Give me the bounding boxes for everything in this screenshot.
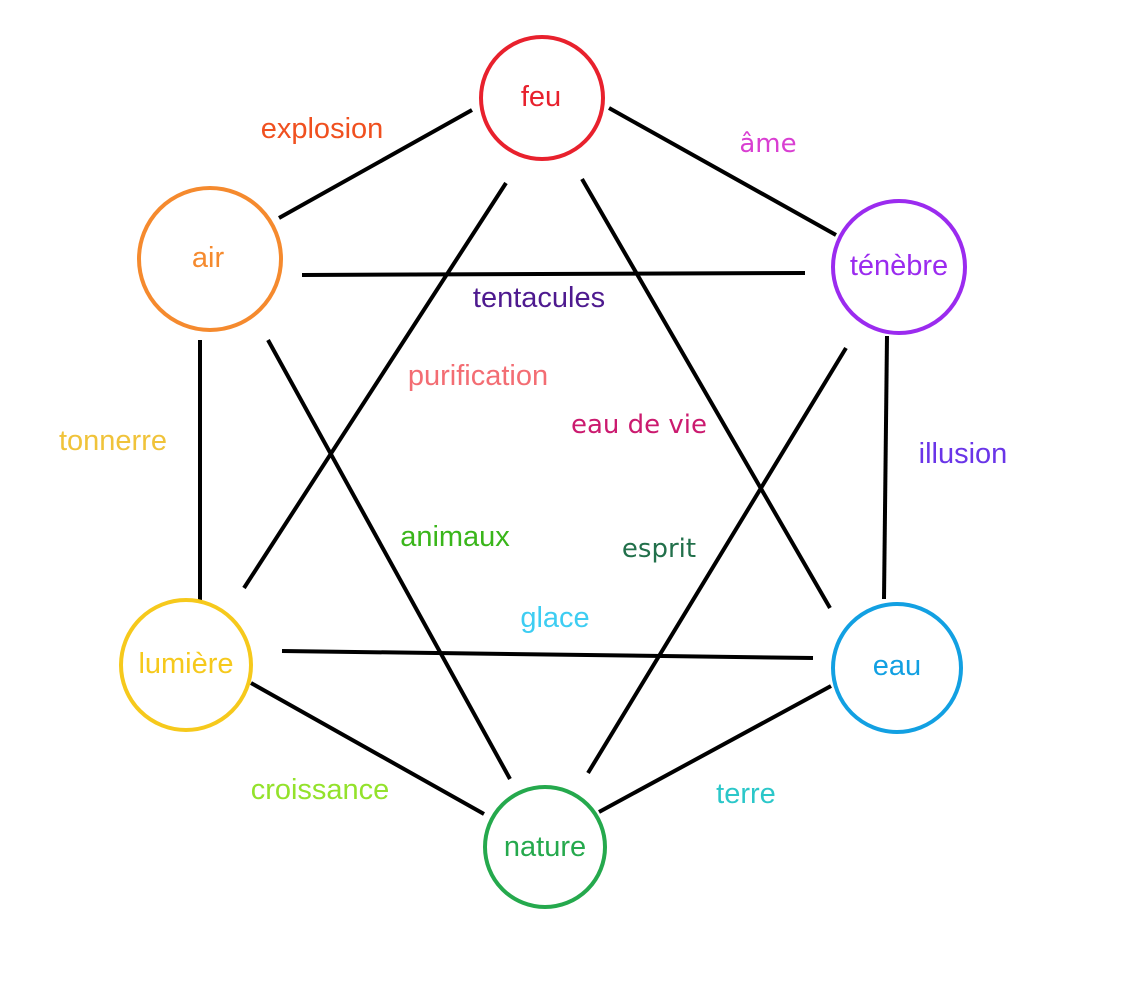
node-circle-air bbox=[137, 186, 283, 332]
node-air: air bbox=[137, 186, 283, 332]
node-eau: eau bbox=[831, 602, 963, 734]
edge-label-purification: purification bbox=[408, 360, 548, 392]
edge-label-glace: glace bbox=[520, 602, 589, 634]
node-label-eau: eau bbox=[873, 650, 921, 682]
edge-line-lumiere-nature bbox=[250, 681, 485, 816]
edge-labels: explosion âme illusion tonnerre croissan… bbox=[59, 113, 1007, 810]
edge-label-esprit: esprit bbox=[622, 534, 696, 564]
edge-line-air-nature bbox=[266, 339, 512, 780]
edge-line-feu-tenebre bbox=[608, 106, 837, 237]
node-circle-eau bbox=[831, 602, 963, 734]
edge-lines bbox=[198, 106, 889, 816]
node-circle-tenebre bbox=[831, 199, 967, 335]
edge-line-nature-eau bbox=[598, 684, 832, 814]
edge-label-eau-de-vie: eau de vie bbox=[571, 410, 707, 440]
node-label-lumiere: lumière bbox=[138, 648, 233, 680]
node-label-nature: nature bbox=[504, 831, 586, 863]
node-circle-nature bbox=[483, 785, 607, 909]
edge-line-feu-eau bbox=[580, 177, 832, 610]
node-nature: nature bbox=[483, 785, 607, 909]
edge-label-illusion: illusion bbox=[919, 438, 1008, 470]
node-lumiere: lumière bbox=[119, 598, 253, 732]
edge-line-lumiere-eau bbox=[281, 649, 814, 660]
node-tenebre: ténèbre bbox=[831, 199, 967, 335]
node-label-tenebre: ténèbre bbox=[850, 250, 948, 282]
node-circle-lumiere bbox=[119, 598, 253, 732]
edge-line-feu-lumiere bbox=[242, 181, 508, 590]
edge-label-animaux: animaux bbox=[400, 521, 510, 553]
edge-label-tentacules: tentacules bbox=[473, 282, 605, 314]
edge-label-terre: terre bbox=[716, 778, 776, 810]
edge-label-explosion: explosion bbox=[261, 113, 384, 145]
edge-line-tenebre-nature bbox=[586, 346, 848, 775]
element-nodes: feu ténèbre eau nature lumière air bbox=[119, 35, 967, 909]
edge-label-croissance: croissance bbox=[251, 774, 390, 806]
node-label-air: air bbox=[192, 242, 225, 274]
node-circle-feu bbox=[479, 35, 605, 161]
node-label-feu: feu bbox=[521, 81, 561, 113]
edge-line-tenebre-eau bbox=[882, 335, 889, 600]
edge-label-tonnerre: tonnerre bbox=[59, 425, 167, 457]
edge-line-air-tenebre bbox=[301, 271, 806, 277]
edge-label-ame: âme bbox=[739, 129, 796, 159]
edge-line-feu-air bbox=[278, 108, 473, 220]
node-feu: feu bbox=[479, 35, 605, 161]
